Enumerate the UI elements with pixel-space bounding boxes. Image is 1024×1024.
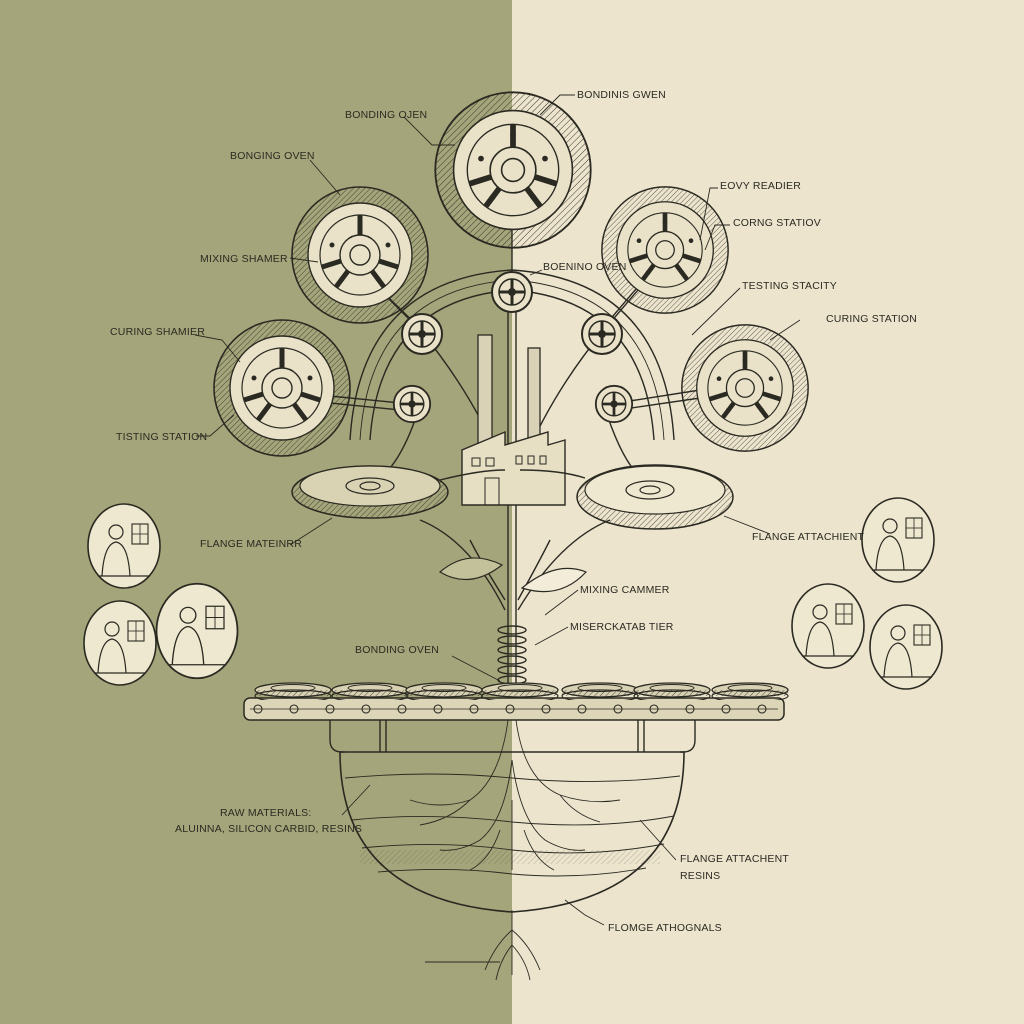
- right-upper-gear: [580, 312, 624, 356]
- left-worker-bubble-right: [155, 582, 239, 680]
- factory-building: [461, 334, 566, 506]
- label-eovy-readier: EOVY READIER: [720, 180, 801, 192]
- center-gear: [490, 270, 534, 314]
- label-flange-attachent: FLANGE ATTACHENT: [680, 853, 789, 865]
- right-lower-gear: [594, 384, 634, 424]
- right-leaf: [520, 567, 588, 593]
- upper-left-wheel: [292, 187, 428, 323]
- upper-right-wheel: [602, 187, 728, 313]
- label-bondinis-gwen: BONDINIS GWEN: [577, 89, 666, 101]
- tree-roots: [409, 719, 621, 981]
- mid-right-wheel: [682, 325, 808, 451]
- label-resins: RESINS: [680, 870, 720, 882]
- label-curing-station: CURING STATION: [826, 313, 917, 325]
- leader-lines: [194, 94, 801, 963]
- label-testing-stacity: TESTING STACITY: [742, 280, 837, 292]
- label-flomge-athognals: FLOMGE ATHOGNALS: [608, 922, 722, 934]
- label-boenino-oven: BOENINO OVEN: [543, 261, 627, 273]
- mid-left-wheel: [214, 320, 350, 456]
- left-flat-disc: [291, 465, 449, 519]
- left-worker-bubble-bottom: [83, 600, 157, 686]
- trunk-stems: [419, 519, 611, 611]
- label-curing-shamier: CURING SHAMIER: [110, 326, 205, 338]
- trunk-spring: [497, 625, 527, 685]
- left-lower-gear: [392, 384, 432, 424]
- label-bonding-ojen: BONDING OJEN: [345, 109, 427, 121]
- label-raw-materials: RAW MATERIALS:: [220, 807, 311, 819]
- left-leaf: [438, 557, 504, 581]
- label-bonging-oven: BONGING OVEN: [230, 150, 315, 162]
- right-flat-disc: [576, 464, 734, 530]
- label-bonding-oven: BONDING OVEN: [355, 644, 439, 656]
- left-upper-gear: [400, 312, 444, 356]
- conveyor-belt: [243, 697, 785, 721]
- label-misercktab-tier: MISERCKATAB TIER: [570, 621, 674, 633]
- label-mixing-cammer: MIXING CAMMER: [580, 584, 670, 596]
- label-mixing-shamer: MIXING SHAMER: [200, 253, 288, 265]
- label-flange-attachient: FLANGE ATTACHIENT: [752, 531, 864, 543]
- label-corng-statiov: CORNG STATIOV: [733, 217, 821, 229]
- label-tisting-station: TISTING STATION: [116, 431, 207, 443]
- right-worker-bubble-top: [861, 497, 935, 583]
- label-raw-materials-list: ALUINNA, SILICON CARBID, RESINS: [175, 823, 362, 835]
- label-flange-mateinrr: FLANGE MATEINRR: [200, 538, 302, 550]
- right-worker-bubble-left: [791, 583, 865, 669]
- top-center-wheel: [435, 92, 590, 247]
- left-worker-bubble-top: [87, 503, 161, 589]
- right-worker-bubble-bottom: [869, 604, 943, 690]
